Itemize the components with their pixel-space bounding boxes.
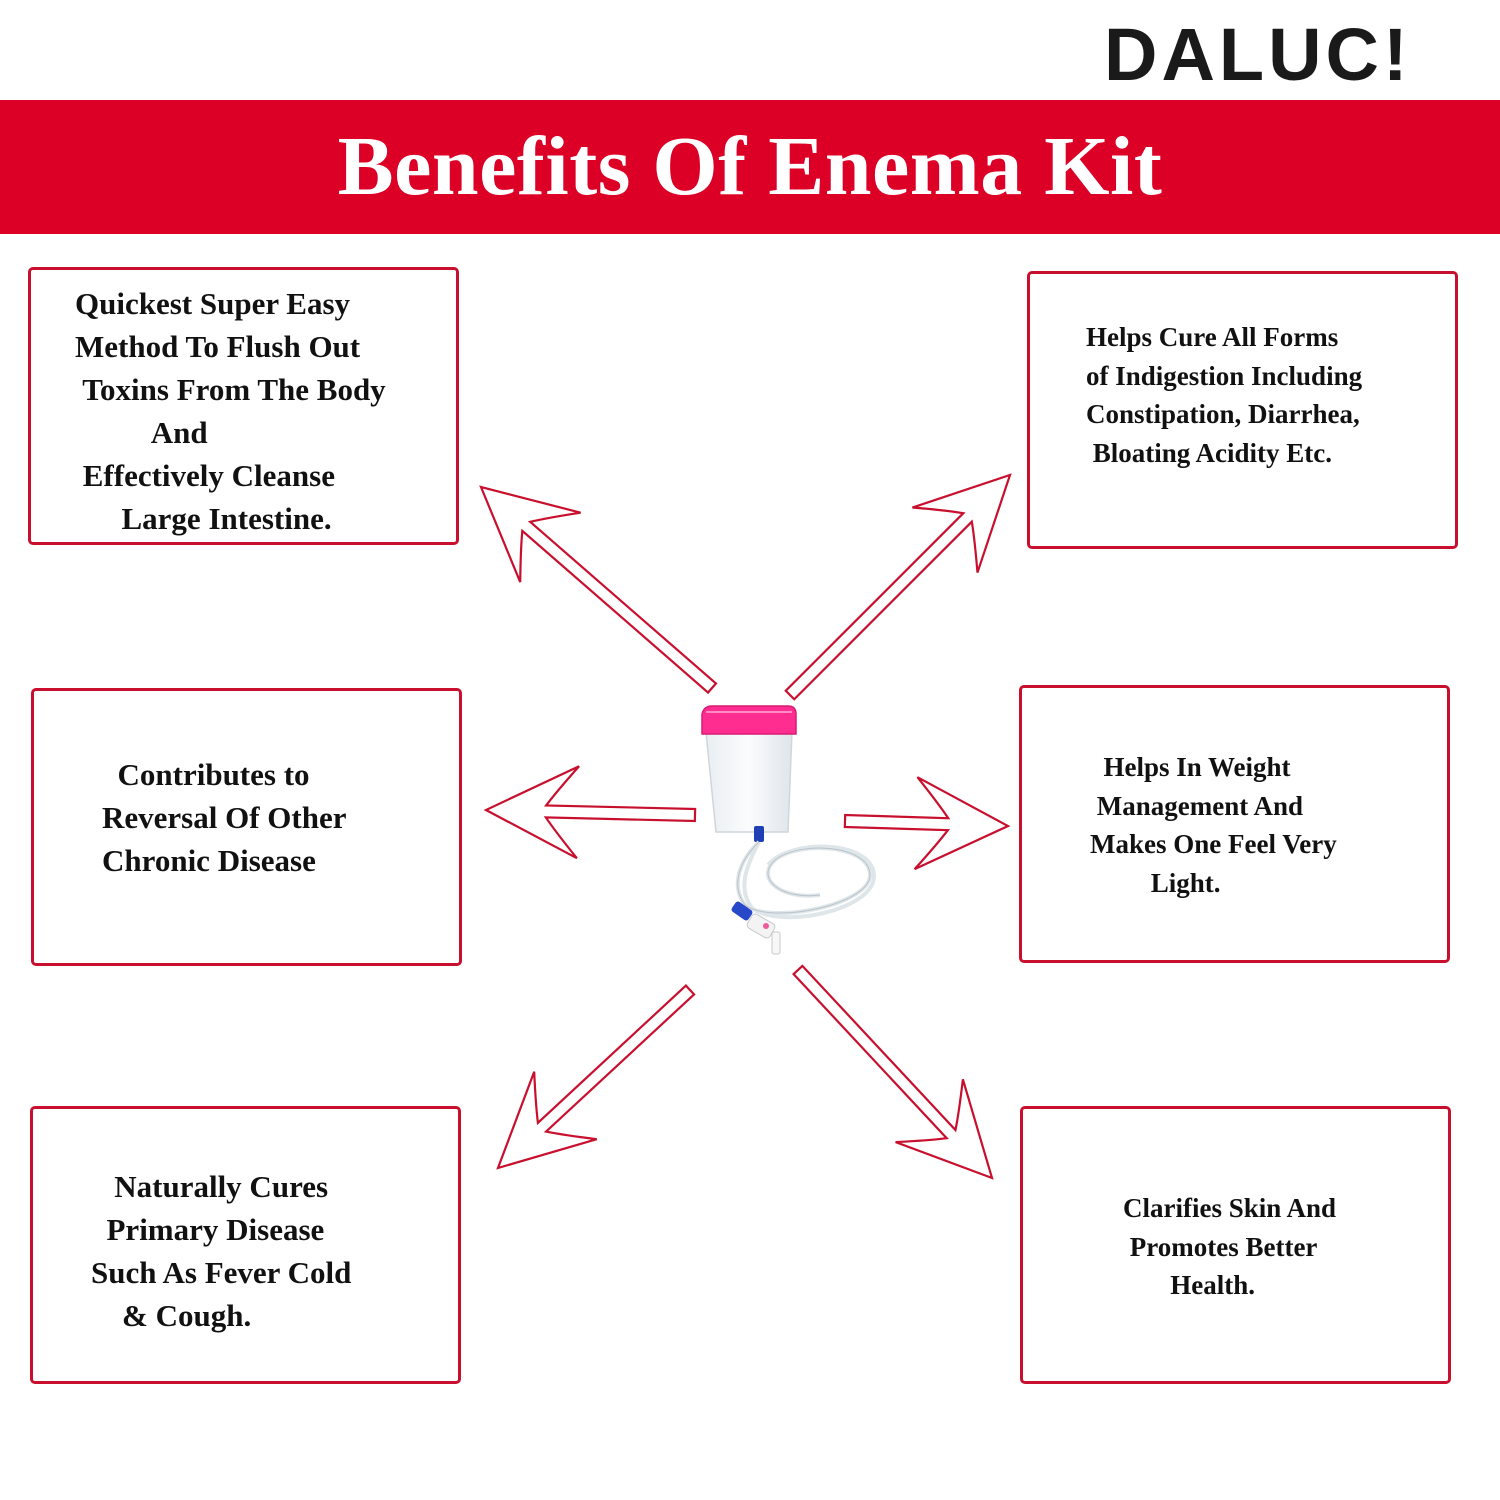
benefit-line: Makes One Feel Very (1090, 829, 1337, 860)
benefit-line: And (75, 415, 208, 450)
arrow-to-primary-disease (496, 984, 696, 1170)
benefit-text: Clarifies Skin And Promotes Better Healt… (1123, 1189, 1336, 1305)
arrow-to-toxin-flush (479, 485, 718, 695)
svg-text:DALUC!: DALUC! (1104, 14, 1412, 94)
benefit-box-indigestion: Helps Cure All Forms of Indigestion Inclu… (1027, 271, 1458, 549)
benefit-box-skin-health: Clarifies Skin And Promotes Better Healt… (1020, 1106, 1451, 1384)
benefit-text: Helps Cure All Forms of Indigestion Inclu… (1086, 318, 1362, 473)
benefit-line: Chronic Disease (102, 843, 316, 878)
benefit-line: Method To Flush Out (75, 329, 361, 364)
benefit-line: Helps In Weight (1090, 752, 1291, 782)
benefit-line: Contributes to (102, 757, 310, 792)
arrow-to-weight-management (843, 776, 1011, 871)
benefit-line: Bloating Acidity Etc. (1086, 438, 1333, 469)
benefit-line: Health. (1123, 1270, 1255, 1301)
benefit-line: Reversal Of Other (102, 800, 347, 835)
daluci-logo: DALUC! (1104, 14, 1412, 94)
benefit-line: Toxins From The Body (75, 372, 386, 407)
arrow-to-indigestion (784, 473, 1012, 701)
arrow-to-skin-health (792, 964, 994, 1180)
benefit-line: Large Intestine. (75, 501, 332, 536)
benefit-line: Light. (1090, 868, 1221, 899)
enema-kit-container-icon (701, 705, 877, 955)
benefit-line: Clarifies Skin And (1123, 1193, 1337, 1223)
benefit-line: of Indigestion Including (1086, 360, 1363, 391)
benefit-line: Effectively Cleanse (75, 458, 335, 493)
benefit-line: Naturally Cures (91, 1169, 329, 1204)
benefit-line: Such As Fever Cold (91, 1255, 352, 1290)
arrow-to-chronic-disease (483, 765, 697, 860)
benefit-line: Helps Cure All Forms (1086, 322, 1339, 352)
benefit-line: & Cough. (91, 1298, 252, 1333)
benefit-line: Primary Disease (91, 1212, 325, 1247)
title-banner: Benefits Of Enema Kit (0, 100, 1500, 234)
benefit-line: Constipation, Diarrhea, (1086, 399, 1360, 430)
page-title: Benefits Of Enema Kit (337, 120, 1163, 213)
benefit-line: Management And (1090, 790, 1304, 821)
benefit-line: Quickest Super Easy (75, 286, 351, 321)
benefit-line: Promotes Better (1123, 1231, 1318, 1262)
